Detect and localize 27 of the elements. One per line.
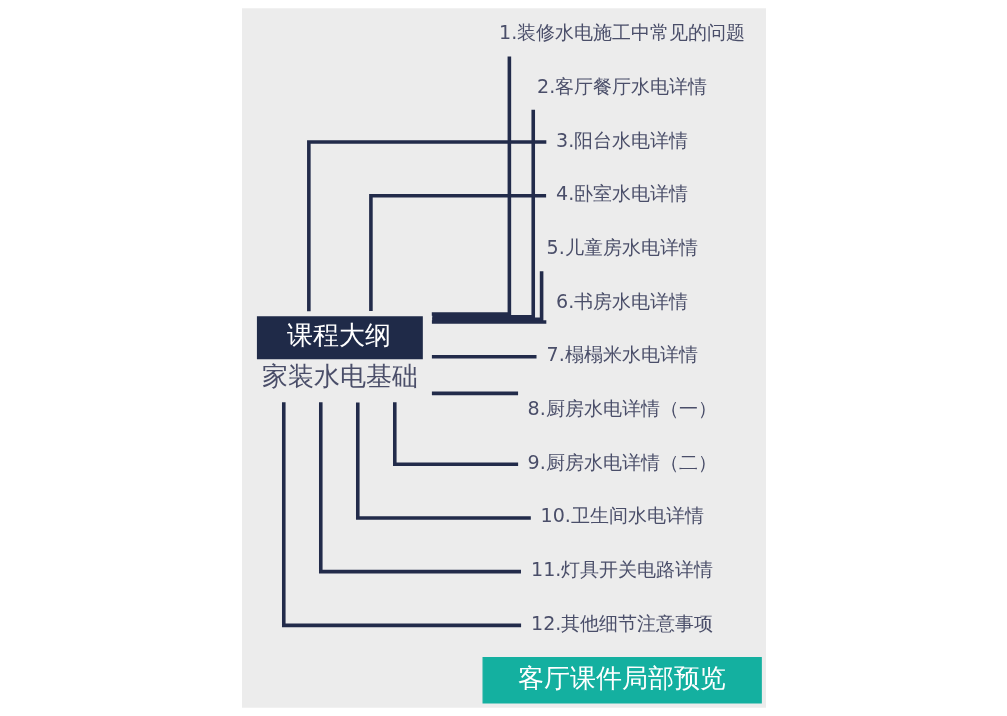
connector	[431, 56, 511, 316]
node-text: 4.卧室水电详情	[555, 182, 688, 206]
connector	[318, 402, 521, 574]
node-text: 3.阳台水电详情	[555, 128, 688, 152]
node-text: 1.装修水电施工中常见的问题	[498, 21, 745, 45]
connector	[431, 320, 546, 324]
node-text: 8.厨房水电详情（一）	[527, 397, 717, 421]
node-text: 11.灯具开关电路详情	[530, 558, 713, 582]
connector	[431, 109, 535, 319]
connector	[431, 355, 536, 359]
node-text: 10.卫生间水电详情	[540, 504, 704, 528]
connector	[431, 271, 543, 322]
node-text: 6.书房水电详情	[555, 289, 688, 313]
node-text: 12.其他细节注意事项	[530, 611, 713, 635]
node-text: 9.厨房水电详情（二）	[527, 450, 717, 474]
node-box: 课程大纲	[256, 316, 423, 360]
connector	[431, 391, 518, 396]
connector	[355, 402, 531, 520]
node-box: 客厅课件局部预览	[482, 657, 762, 704]
node-text: 5.儿童房水电详情	[546, 235, 698, 259]
node-label: 家装水电基础	[261, 360, 418, 391]
node-text: 2.客厅餐厅水电详情	[536, 74, 707, 98]
connector	[306, 140, 546, 312]
connector	[392, 402, 518, 467]
node-text: 7.榻榻米水电详情	[546, 343, 698, 367]
connector	[281, 402, 521, 628]
connector	[368, 193, 546, 312]
